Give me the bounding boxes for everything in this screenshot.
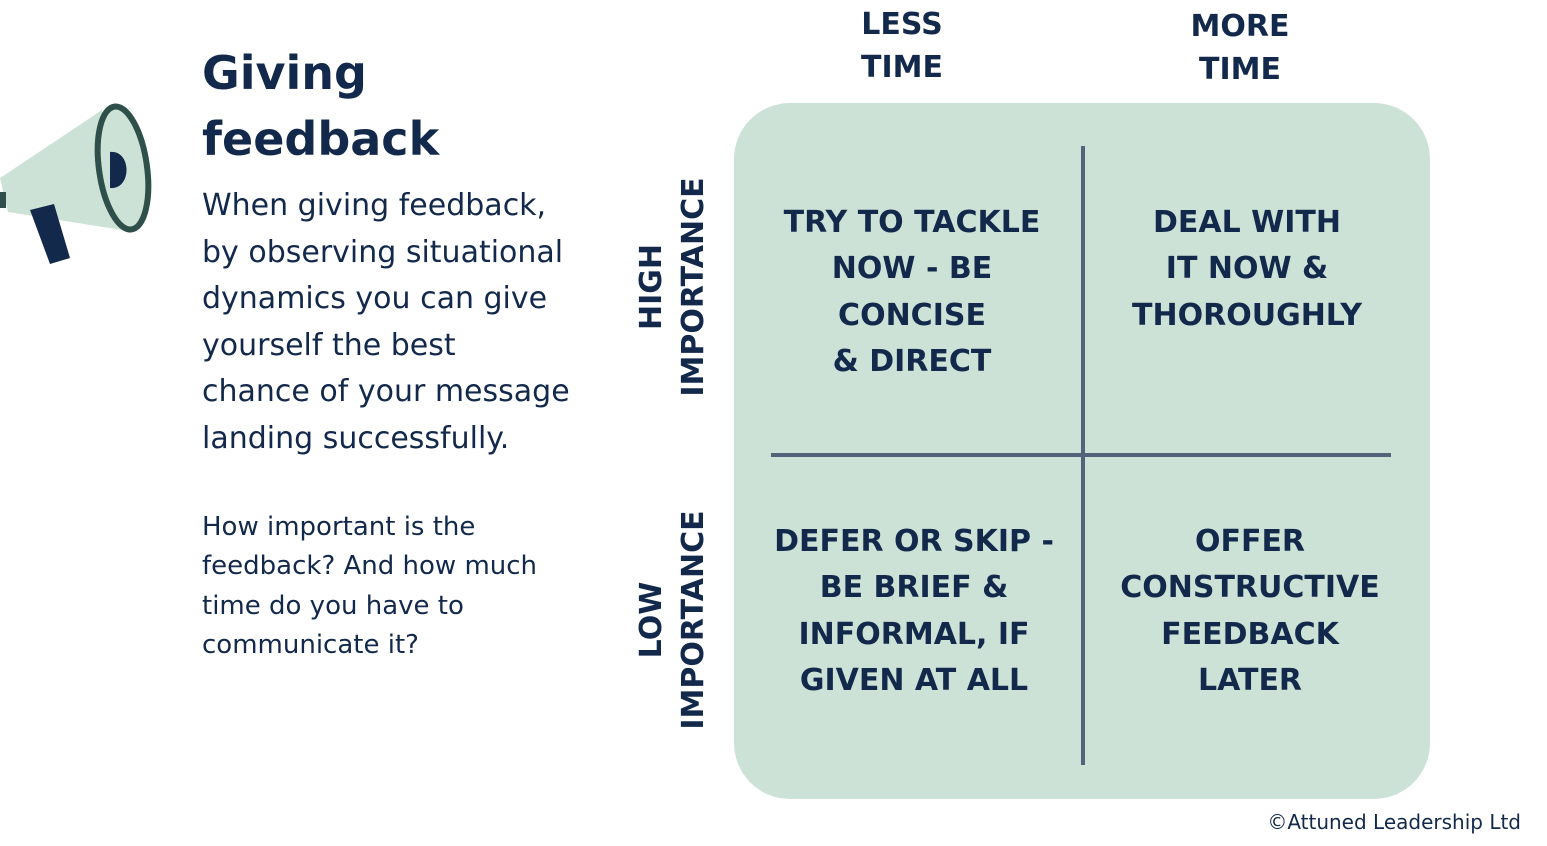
quadrant-line: THOROUGHLY [1132,297,1362,333]
intro-line: yourself the best [202,327,456,363]
row-header-line: HIGH [634,243,669,331]
column-header-less-time: LESS TIME [822,3,982,89]
quadrant-line: LATER [1197,662,1303,698]
quadrant-line: CONCISE [838,297,986,333]
intro-line: When giving feedback, [202,188,547,223]
page-title: Giving feedback [202,40,439,172]
quadrant-line: & DIRECT [832,343,992,379]
quadrant-low-importance-more-time: OFFER CONSTRUCTIVE FEEDBACK LATER [1100,519,1400,704]
quadrant-line: OFFER [1194,524,1306,559]
intro-line: chance of your message [202,374,570,409]
quadrant-line: CONSTRUCTIVE [1120,570,1380,606]
row-header-high-importance: HIGH IMPORTANCE [631,177,715,396]
quadrant-line: FEEDBACK [1161,616,1339,652]
column-header-more-time: MORE TIME [1160,5,1320,91]
column-header-line: TIME [1199,52,1281,87]
title-line: Giving [202,46,367,100]
column-header-line: MORE [1190,9,1290,44]
copyright-notice: ©Attuned Leadership Ltd [1267,810,1521,834]
row-header-low-importance: LOW IMPORTANCE [631,510,715,729]
horizontal-divider [771,453,1391,457]
intro-line: dynamics you can give [202,281,548,316]
quadrant-line: BE BRIEF & [819,570,1009,606]
question-line: communicate it? [202,629,419,660]
question-paragraph: How important is the feedback? And how m… [202,508,582,665]
quadrant-line: INFORMAL, IF [798,616,1030,652]
quadrant-high-importance-less-time: TRY TO TACKLE NOW - BE CONCISE & DIRECT [762,200,1062,385]
quadrant-low-importance-less-time: DEFER OR SKIP - BE BRIEF & INFORMAL, IF … [764,519,1064,704]
intro-paragraph: When giving feedback, by observing situa… [202,183,602,462]
quadrant-line: NOW - BE [831,251,993,287]
row-header-line: IMPORTANCE [676,510,711,730]
quadrant-line: IT NOW & [1165,251,1329,287]
quadrant-line: DEAL WITH [1153,205,1341,240]
question-line: How important is the [202,512,476,542]
intro-line: landing successfully. [202,420,510,456]
column-header-line: TIME [861,50,943,85]
megaphone-icon [0,103,152,264]
quadrant-line: TRY TO TACKLE [783,205,1041,240]
row-header-line: LOW [634,581,669,659]
question-line: time do you have to [202,590,464,621]
quadrant-line: DEFER OR SKIP - [774,524,1054,559]
title-line: feedback [202,112,440,166]
row-header-line: IMPORTANCE [676,177,711,397]
quadrant-high-importance-more-time: DEAL WITH IT NOW & THOROUGHLY [1097,200,1397,339]
quadrant-line: GIVEN AT ALL [799,662,1029,698]
question-line: feedback? And how much [202,551,538,582]
column-header-line: LESS [861,7,943,42]
intro-line: by observing situational [202,234,564,270]
